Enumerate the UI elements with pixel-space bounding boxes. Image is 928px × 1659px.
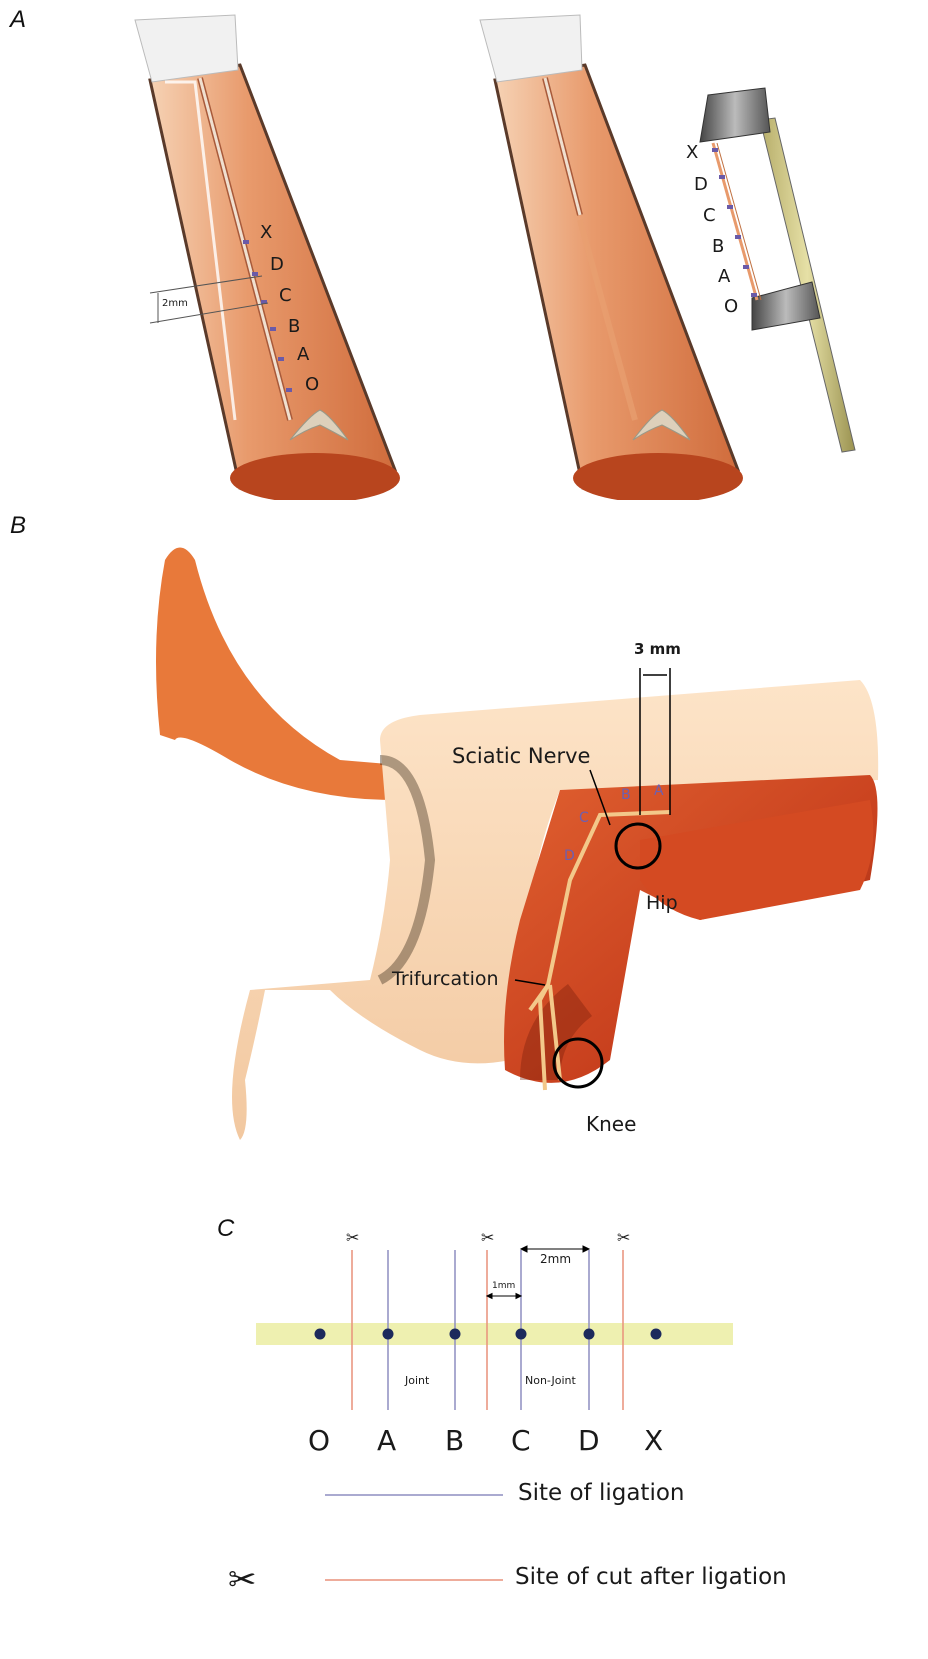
nonjoint-label: Non-Joint [525, 1374, 576, 1387]
left-limb [135, 15, 400, 500]
scissors-icon: ✂ [346, 1228, 359, 1247]
site-letter-b: B [445, 1424, 464, 1457]
site-letter-d: D [578, 1424, 600, 1457]
scale-1mm-label: 1mm [492, 1281, 515, 1291]
knee-joint-circle [554, 1039, 602, 1087]
site-label-c: C [579, 810, 589, 826]
site-letter-c: C [511, 1424, 531, 1457]
knee-label: Knee [586, 1112, 636, 1136]
left-label-b: B [288, 316, 300, 337]
trifurcation-label: Trifurcation [392, 968, 499, 990]
sciatic-nerve [530, 812, 670, 1090]
site-label-d: D [564, 848, 575, 864]
right-label-c: C [703, 205, 716, 226]
nerve-band [256, 1323, 733, 1345]
panel-a-illustration [0, 0, 928, 500]
scale-3mm-label: 3 mm [634, 640, 681, 658]
panel-letter-c: C [217, 1215, 234, 1243]
pointer-lines [515, 770, 610, 985]
ligation-nodes [315, 1329, 662, 1340]
site-letter-o: O [308, 1424, 330, 1457]
left-label-c: C [279, 285, 292, 306]
left-label-o: O [305, 374, 319, 395]
hip-label: Hip [646, 892, 678, 914]
legend-ligation-label: Site of ligation [518, 1480, 684, 1506]
scissors-icon: ✂ [481, 1228, 494, 1247]
right-limb [480, 15, 743, 500]
left-label-a: A [297, 344, 309, 365]
legend-lines [325, 1495, 503, 1580]
scale-2mm-label: 2mm [540, 1252, 571, 1266]
site-letter-a: A [377, 1424, 396, 1457]
tail [156, 548, 400, 801]
right-label-x: X [686, 142, 698, 163]
joint-label: Joint [405, 1374, 429, 1387]
hip-joint-circle [616, 824, 660, 868]
site-label-b: B [621, 787, 631, 803]
right-label-o: O [724, 296, 738, 317]
sciatic-nerve-label: Sciatic Nerve [452, 744, 590, 768]
right-label-d: D [694, 174, 708, 195]
right-label-a: A [718, 266, 730, 287]
left-label-d: D [270, 254, 284, 275]
thigh-muscles [504, 775, 878, 1083]
scissors-legend-icon: ✂ [228, 1560, 257, 1600]
panel-letter-b: B [10, 512, 26, 540]
cut-lines [352, 1250, 623, 1410]
site-letter-x: X [644, 1424, 663, 1457]
left-label-x: X [260, 222, 272, 243]
scissors-icon: ✂ [617, 1228, 630, 1247]
legend-cut-label: Site of cut after ligation [515, 1564, 787, 1590]
site-label-a: A [654, 783, 664, 799]
left-scale-2mm: 2mm [162, 298, 188, 309]
right-label-b: B [712, 236, 724, 257]
